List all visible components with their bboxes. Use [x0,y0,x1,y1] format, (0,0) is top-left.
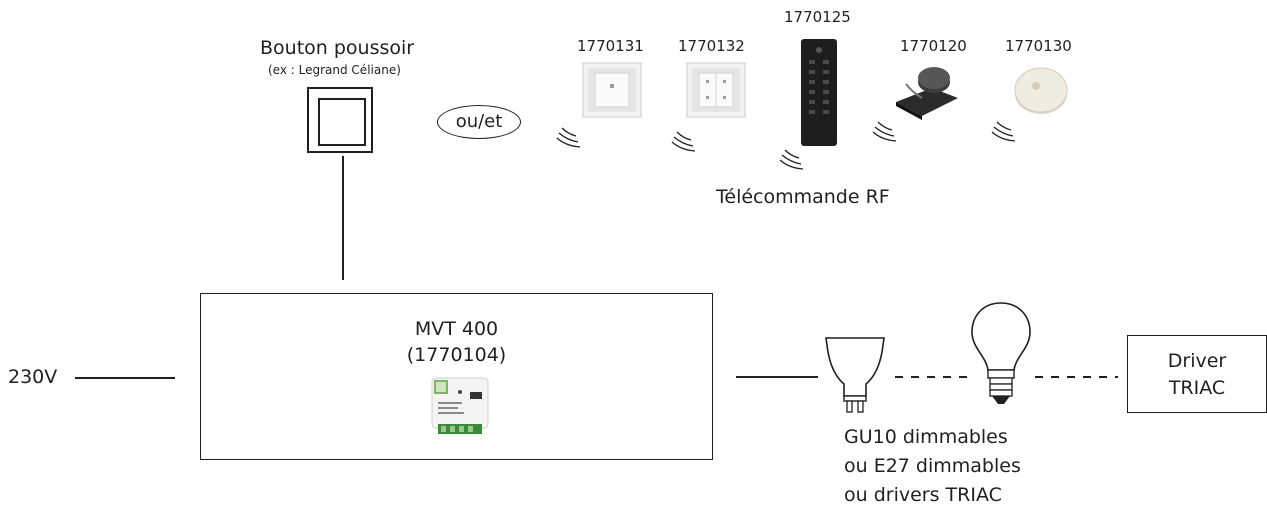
push-button-title: Bouton poussoir [260,37,415,59]
controller-box [200,293,713,460]
driver-triac-box [1127,335,1267,413]
supply-label: 230V [8,366,58,388]
remote-label-1770131: 1770131 [577,37,644,55]
round-puck-icon [1014,67,1068,114]
remote-label-1770120: 1770120 [900,37,967,55]
wall-switch-single-icon [582,62,642,118]
wall-switch-double-icon [686,62,746,118]
rf-wave-icon-4 [872,121,897,142]
rf-wave-icon-5 [991,121,1016,142]
or-and-ellipse: ou/et [437,105,521,139]
driver-label-line1: Driver [1167,350,1227,372]
gu10-bulb-icon [825,337,885,413]
handheld-remote-icon [801,39,837,146]
rotary-knob-icon [896,67,958,120]
or-and-label: ou/et [455,111,503,132]
remote-label-1770130: 1770130 [1005,37,1072,55]
rf-wave-icon-2 [671,131,696,152]
loads-label-line3: ou drivers TRIAC [844,484,1002,506]
push-button-icon [307,87,373,153]
driver-label-line2: TRIAC [1168,377,1226,399]
push-button-key [318,98,366,146]
remote-label-1770132: 1770132 [678,37,745,55]
controller-ref: (1770104) [406,344,507,366]
controller-module-icon [431,377,489,434]
push-button-subtitle: (ex : Legrand Céliane) [268,63,401,77]
remote-label-1770125: 1770125 [784,8,851,26]
loads-label-line2: ou E27 dimmables [844,455,1021,477]
loads-label-line1: GU10 dimmables [844,426,1008,448]
e27-bulb-icon [971,302,1031,404]
rf-remote-label: Télécommande RF [716,186,890,208]
controller-name: MVT 400 [414,318,499,340]
rf-wave-icon-3 [779,149,804,170]
rf-wave-icon-1 [556,127,581,148]
